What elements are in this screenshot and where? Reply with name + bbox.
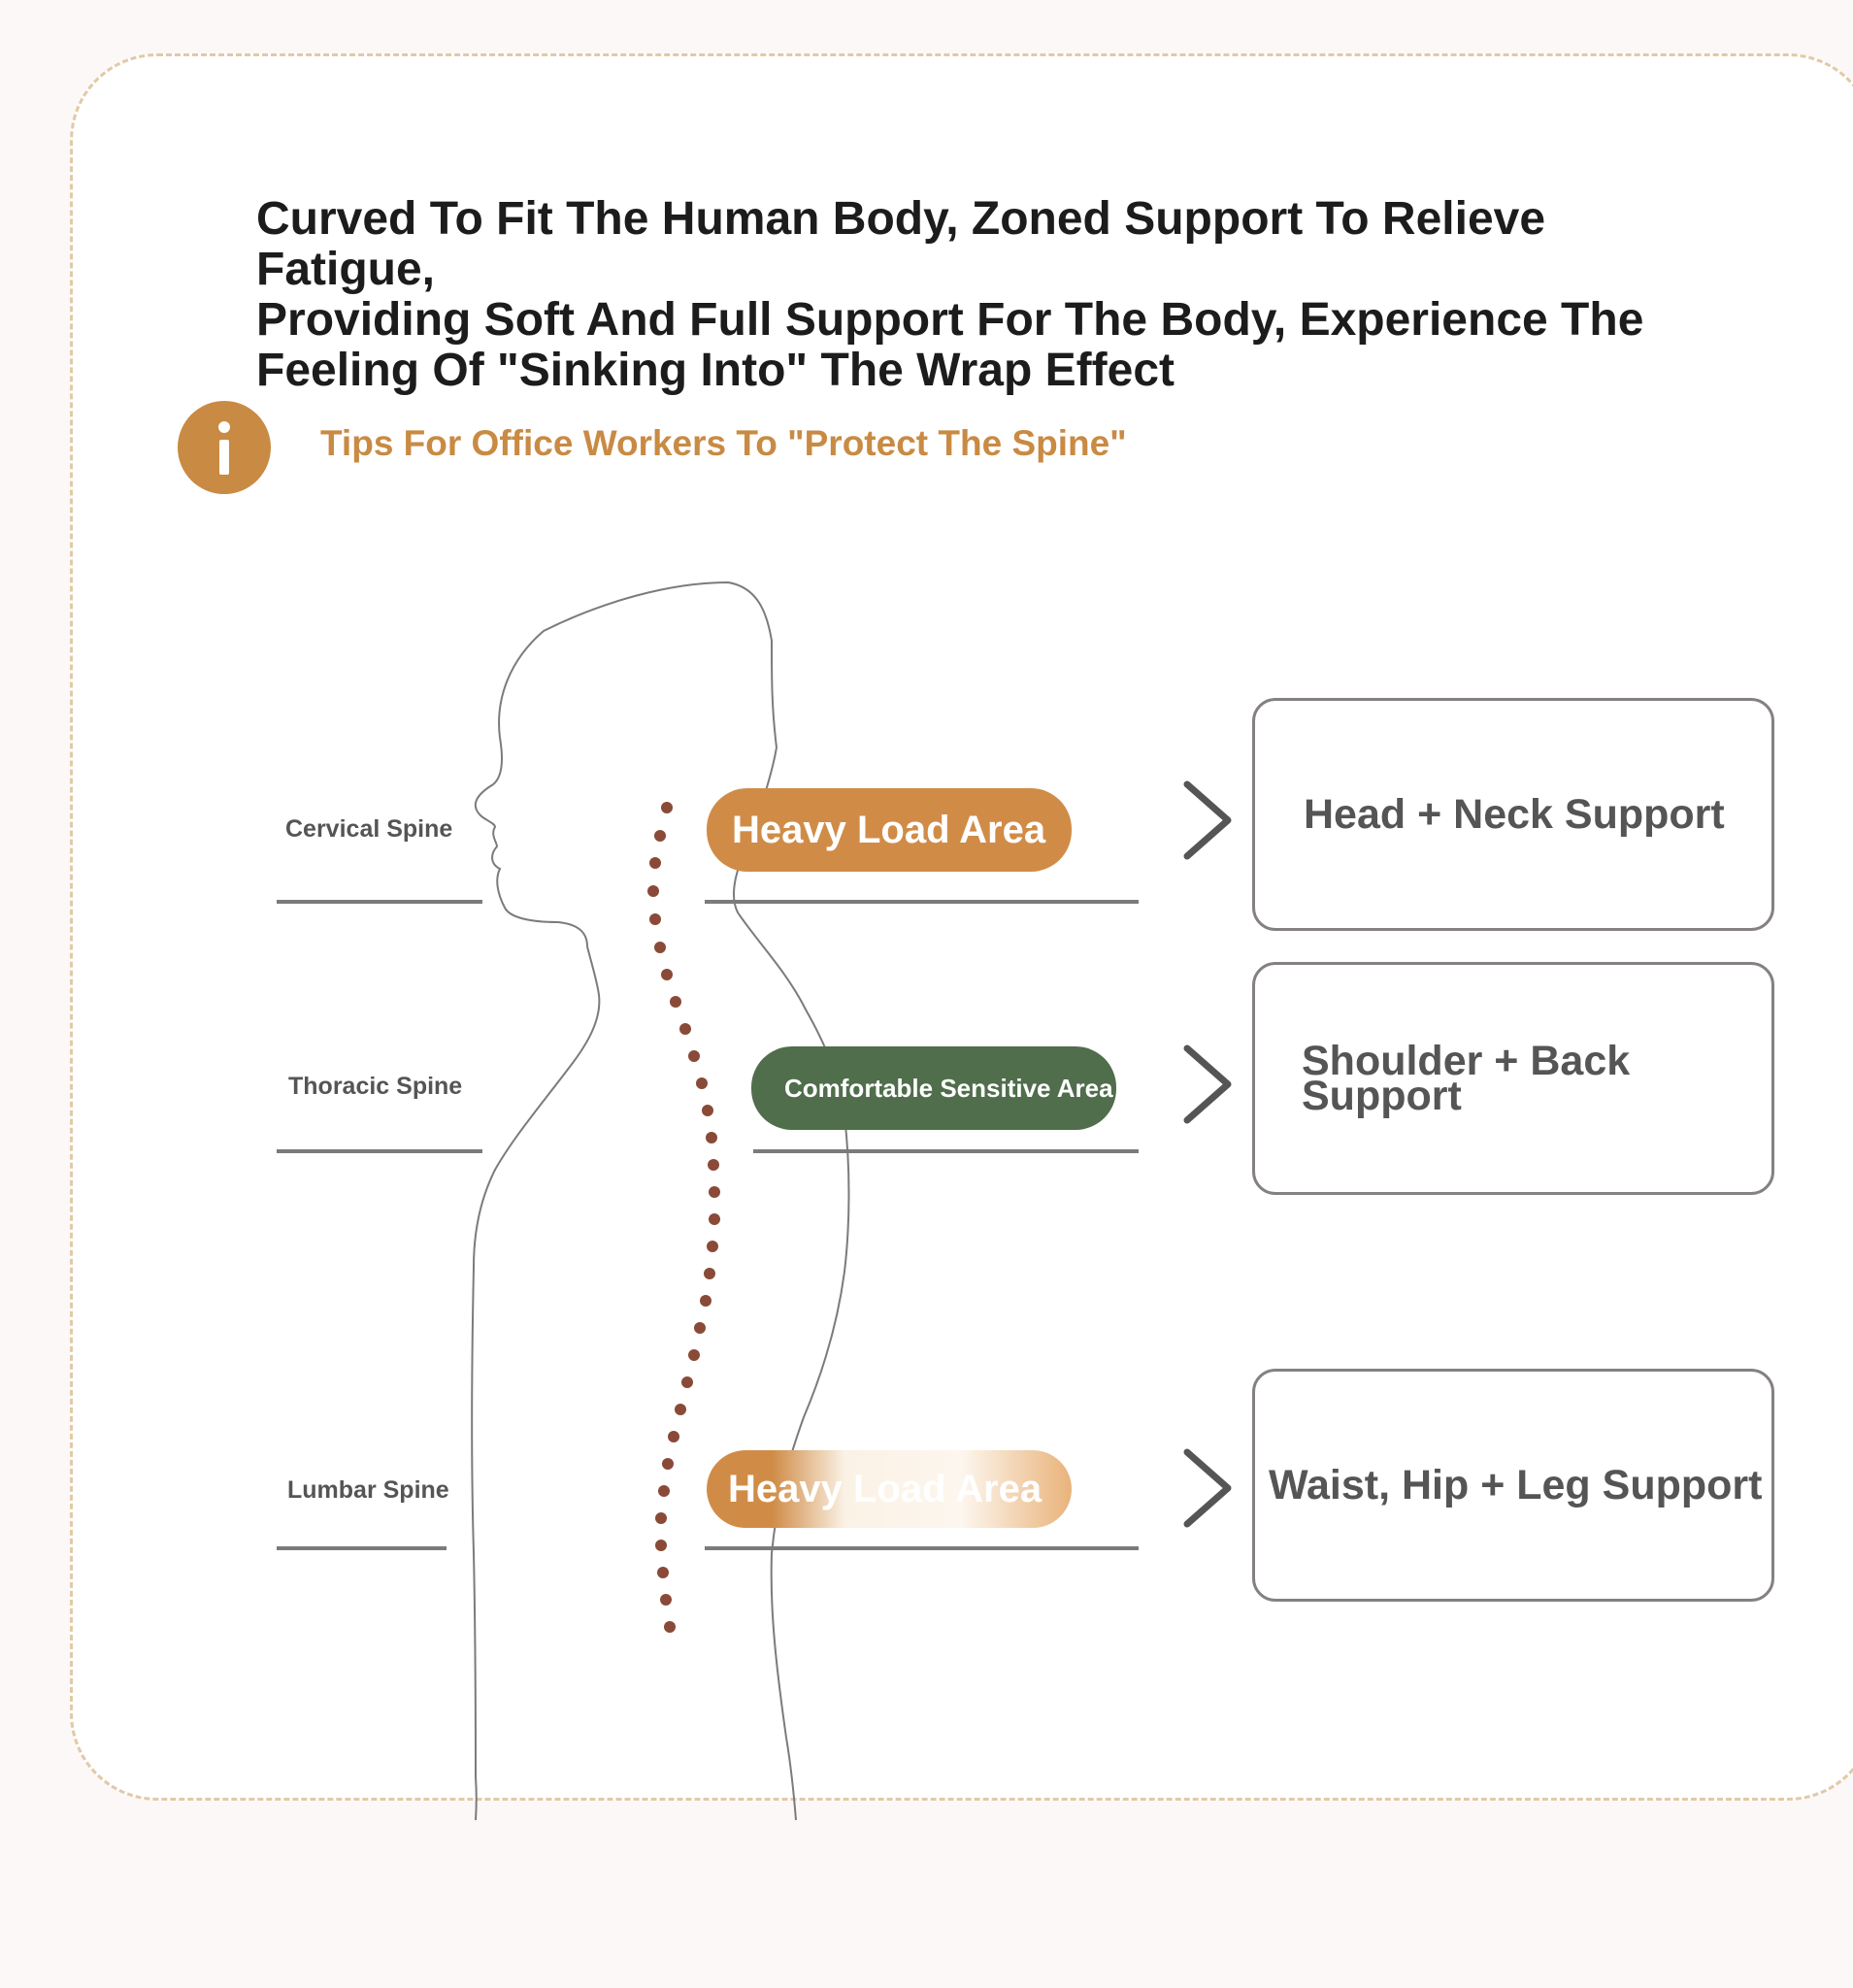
comfortable-sensitive-area-badge: Comfortable Sensitive Area — [751, 1046, 1116, 1130]
tip-text: Tips For Office Workers To "Protect The … — [320, 423, 1127, 463]
shoulder-back-support-label: Shoulder + Back Support — [1302, 1041, 1630, 1117]
chevron-right-icon — [1183, 1448, 1232, 1528]
heavy-load-area-label-lower: Heavy Load Area — [728, 1467, 1042, 1510]
headline-line-2: Providing Soft And Full Support For The … — [256, 294, 1644, 346]
heavy-load-area-badge-upper: Heavy Load Area — [707, 788, 1072, 872]
info-icon — [178, 401, 271, 494]
chevron-right-icon — [1183, 1044, 1232, 1124]
headline-line-1: Curved To Fit The Human Body, Zoned Supp… — [256, 193, 1546, 295]
shoulder-back-support-box: Shoulder + Back Support — [1252, 962, 1774, 1195]
headline-line-3: Feeling Of "Sinking Into" The Wrap Effec… — [256, 345, 1175, 396]
lumbar-spine-label: Lumbar Spine — [287, 1476, 449, 1504]
head-neck-support-box: Head + Neck Support — [1252, 698, 1774, 931]
heavy-load-area-label-upper: Heavy Load Area — [732, 808, 1046, 851]
shoulder-back-support-line-2: Support — [1302, 1073, 1462, 1119]
thoracic-spine-label: Thoracic Spine — [288, 1073, 463, 1100]
shoulder-back-support-line-1: Shoulder + Back — [1302, 1038, 1631, 1084]
heavy-load-area-badge-lower: Heavy Load Area — [707, 1450, 1072, 1528]
cervical-spine-label: Cervical Spine — [285, 815, 453, 843]
waist-hip-leg-support-label: Waist, Hip + Leg Support — [1269, 1462, 1763, 1508]
head-neck-support-label: Head + Neck Support — [1304, 791, 1725, 838]
comfortable-sensitive-area-label: Comfortable Sensitive Area — [784, 1073, 1113, 1103]
waist-hip-leg-support-box: Waist, Hip + Leg Support — [1252, 1369, 1774, 1602]
page-headline: Curved To Fit The Human Body, Zoned Supp… — [256, 194, 1712, 396]
chevron-right-icon — [1183, 780, 1232, 860]
